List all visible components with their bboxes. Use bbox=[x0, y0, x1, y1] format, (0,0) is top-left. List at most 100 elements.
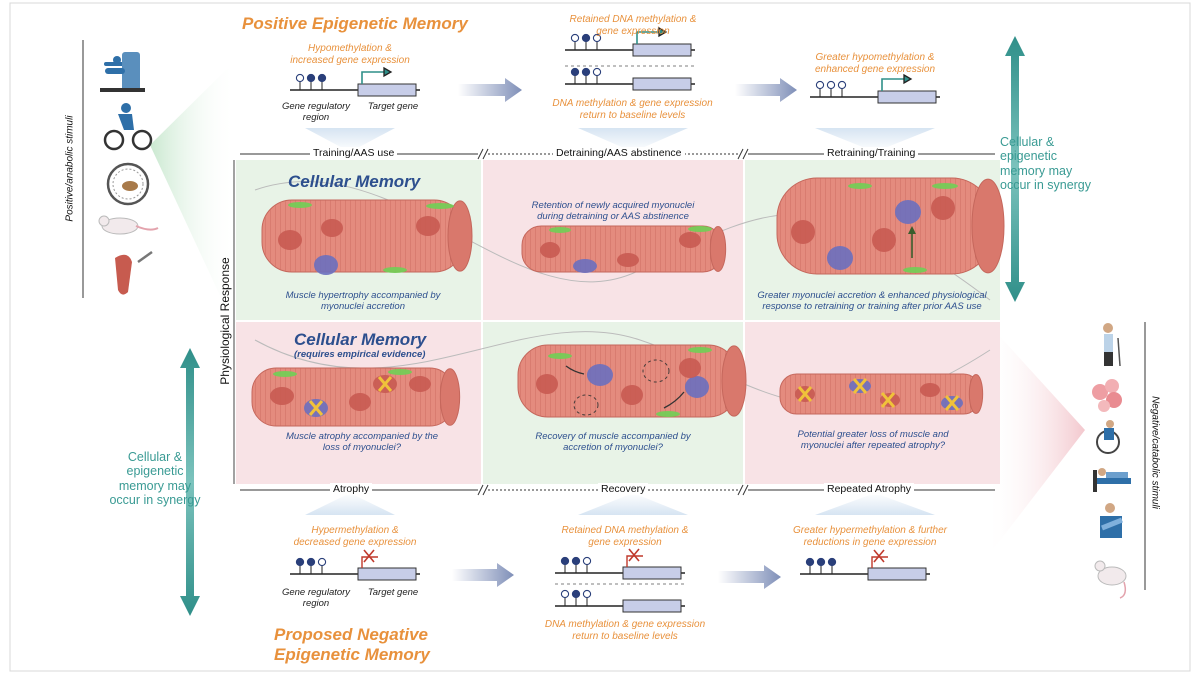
unmethylated-cpg-icon bbox=[570, 33, 580, 43]
fiber-top-1 bbox=[261, 199, 473, 275]
unmethylated-cpg-icon bbox=[582, 556, 592, 566]
target-gene-box bbox=[632, 43, 692, 57]
myonucleus-icon bbox=[931, 196, 955, 220]
unmethylated-cpg-icon bbox=[560, 589, 570, 599]
methylated-cpg-icon bbox=[571, 556, 581, 566]
leg-press-icon bbox=[100, 52, 145, 92]
muscle-top-c1-line1: Muscle hypertrophy accompanied by bbox=[285, 290, 441, 301]
gene-top-2a bbox=[565, 26, 695, 57]
synergy-right-line2: epigenetic bbox=[1000, 149, 1057, 164]
top-reg-line2: region bbox=[302, 111, 330, 123]
cone-top-2 bbox=[578, 128, 688, 152]
top-p1-line1: Hypomethylation & bbox=[308, 43, 392, 54]
muscle-top-c2-line2: during detraining or AAS abstinence bbox=[537, 210, 689, 222]
arm-sling-icon bbox=[1100, 503, 1123, 538]
cone-bottom-1 bbox=[305, 493, 395, 515]
myonucleus-icon bbox=[349, 393, 371, 411]
gene-top-2b bbox=[565, 67, 695, 91]
unmethylated-cpg-icon bbox=[582, 589, 592, 599]
muscle-top-caption-3: Greater myonuclei accretion & enhanced p… bbox=[752, 290, 992, 313]
myonucleus-icon bbox=[549, 227, 571, 233]
myonucleus-icon bbox=[587, 364, 613, 386]
methylated-cpg-icon bbox=[560, 556, 570, 566]
lost-nucleus-icon bbox=[944, 395, 960, 411]
methylated-cpg-icon bbox=[295, 557, 305, 567]
phase-top-2: Detraining/AAS abstinence bbox=[553, 147, 685, 160]
top-p2-line2: gene expression bbox=[596, 25, 670, 37]
bottom-p1-caption: Hypermethylation &decreased gene express… bbox=[290, 525, 420, 548]
negative-memory-title: Proposed Negative Epigenetic Memory bbox=[274, 625, 430, 664]
bottom-target-label: Target gene bbox=[367, 587, 419, 598]
myonucleus-icon bbox=[388, 369, 412, 375]
methylated-cpg-icon bbox=[306, 73, 316, 83]
myonucleus-icon bbox=[656, 411, 680, 417]
bottom-p1-line2: decreased gene expression bbox=[293, 536, 417, 548]
fiber-bottom-1 bbox=[251, 367, 461, 427]
myonucleus-icon bbox=[273, 371, 297, 377]
transcription-arrow-icon bbox=[361, 71, 384, 84]
top-p3-line2: enhanced gene expression bbox=[814, 63, 936, 75]
transcription-arrow-icon bbox=[881, 78, 904, 91]
block-x bbox=[628, 548, 640, 562]
muscle-fibers bbox=[251, 177, 1005, 427]
negative-memory-title-line1: Proposed Negative bbox=[274, 625, 428, 644]
methylated-cpg-icon bbox=[816, 557, 826, 567]
unmethylated-cpg-icon bbox=[592, 67, 602, 77]
bottom-p3-line1: Greater hypermethylation & further bbox=[793, 525, 947, 536]
lost-nucleus-icon bbox=[797, 386, 813, 402]
methylated-cpg-icon bbox=[571, 589, 581, 599]
gene-top-3 bbox=[810, 73, 940, 104]
accretion-arrow-icon bbox=[565, 365, 585, 375]
top-p2b-line1: DNA methylation & gene expression bbox=[552, 98, 713, 109]
fiber-end bbox=[447, 200, 473, 272]
unmethylated-cpg-icon bbox=[837, 80, 847, 90]
rat-icon bbox=[98, 215, 159, 235]
negative-memory-title-line2: Epigenetic Memory bbox=[274, 644, 430, 664]
myonucleus-icon bbox=[617, 253, 639, 267]
bottom-p2b-line2: return to baseline levels bbox=[572, 630, 678, 642]
synergy-left-line3: memory may bbox=[118, 478, 192, 493]
myonucleus-icon bbox=[314, 255, 338, 275]
blocked-transcription-icon bbox=[871, 556, 888, 568]
bottom-reg-line1: Gene regulatory bbox=[281, 587, 351, 598]
top-p3-line1: Greater hypomethylation & bbox=[815, 52, 935, 63]
top-p1-line2: increased gene expression bbox=[290, 54, 410, 66]
lost-nucleus-icon bbox=[852, 378, 868, 394]
synergy-arrow-right bbox=[1005, 36, 1025, 302]
hospital-bed-icon bbox=[1093, 468, 1131, 492]
muscle-bottom-c3-line2: myonuclei after repeated atrophy? bbox=[800, 439, 946, 451]
myonucleus-icon bbox=[416, 216, 440, 236]
myonucleus-icon bbox=[321, 219, 343, 237]
gene-schematics-bottom bbox=[290, 548, 930, 613]
block-x bbox=[873, 549, 885, 563]
top-p2-caption: Retained DNA methylation &gene expressio… bbox=[563, 14, 703, 37]
top-reg-line1: Gene regulatory bbox=[281, 101, 351, 112]
fiber-end bbox=[439, 368, 461, 426]
negative-stimuli-fan bbox=[985, 320, 1085, 560]
bottom-p2-line1: Retained DNA methylation & bbox=[561, 525, 689, 536]
hamster-wheel-icon bbox=[106, 162, 150, 206]
fiber-end bbox=[721, 345, 747, 417]
fiber-top-3 bbox=[776, 177, 1005, 275]
muscle-bottom-c1-line1: Muscle atrophy accompanied by the bbox=[285, 431, 439, 442]
synergy-right-line3: memory may bbox=[1000, 163, 1073, 178]
target-gene-box bbox=[357, 83, 417, 97]
muscle-top-c1-line2: myonuclei accretion bbox=[321, 300, 405, 312]
top-p2-line1: Retained DNA methylation & bbox=[569, 14, 697, 25]
bottom-p2b-line1: DNA methylation & gene expression bbox=[544, 619, 706, 630]
transcription-arrow-icon bbox=[636, 31, 659, 44]
synergy-arrow-left bbox=[180, 348, 200, 616]
cellular-memory-top-title: Cellular Memory bbox=[288, 172, 421, 191]
synergy-text-right: Cellular & epigenetic memory may occur i… bbox=[1000, 135, 1091, 193]
muscle-bottom-c3-line1: Potential greater loss of muscle and bbox=[797, 429, 949, 440]
empty-nucleus-icon bbox=[642, 359, 670, 383]
phase-bottom-1: Atrophy bbox=[330, 483, 373, 496]
myonucleus-icon bbox=[685, 376, 709, 398]
bottom-p2-line2: gene expression bbox=[588, 536, 662, 548]
myonucleus-icon bbox=[548, 353, 572, 359]
muscle-bottom-c1-line2: loss of myonuclei? bbox=[322, 441, 402, 453]
phase-bottom-3: Repeated Atrophy bbox=[824, 483, 915, 496]
